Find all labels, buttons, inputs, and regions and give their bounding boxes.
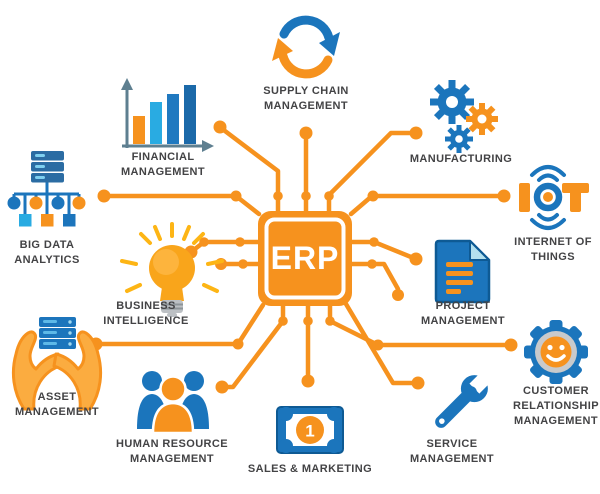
people-icon bbox=[137, 371, 209, 435]
bar-chart-icon bbox=[121, 78, 214, 152]
document-icon bbox=[434, 239, 491, 304]
label-financial-management: FINANCIAL MANAGEMENT bbox=[120, 151, 206, 178]
label-business-intelligence: BUSINESS INTELLIGENCE bbox=[103, 300, 189, 327]
banknote-value: 1 bbox=[305, 422, 314, 441]
wrench-icon bbox=[435, 368, 495, 428]
iot-signal-icon bbox=[519, 165, 589, 230]
label-internet-of-things: INTERNET OF THINGS bbox=[514, 236, 592, 263]
label-asset-management: ASSET MANAGEMENT bbox=[14, 391, 100, 418]
label-service-management: SERVICE MANAGEMENT bbox=[409, 438, 495, 465]
banknote-icon: 1 bbox=[276, 406, 344, 454]
erp-chip bbox=[258, 211, 352, 306]
label-sales-marketing: SALES & MARKETING bbox=[247, 463, 373, 475]
label-big-data-analytics: BIG DATA ANALYTICS bbox=[14, 239, 80, 266]
label-manufacturing: MANUFACTURING bbox=[409, 153, 513, 165]
smiley-gear-icon bbox=[524, 320, 588, 384]
cycle-arrows-icon bbox=[272, 15, 340, 79]
lightbulb-icon bbox=[120, 222, 224, 317]
label-supply-chain-management: SUPPLY CHAIN MANAGEMENT bbox=[263, 85, 349, 112]
server-network-icon bbox=[7, 151, 86, 227]
label-human-resource-management: HUMAN RESOURCE MANAGEMENT bbox=[116, 438, 228, 465]
label-customer-relationship-management: CUSTOMER RELATIONSHIP MANAGEMENT bbox=[513, 385, 599, 427]
erp-center-label: ERP bbox=[270, 240, 340, 276]
hands-server-icon bbox=[11, 317, 103, 411]
connector-dots bbox=[89, 120, 518, 394]
label-project-management: PROJECT MANAGEMENT bbox=[420, 300, 506, 327]
gears-icon bbox=[430, 80, 498, 153]
